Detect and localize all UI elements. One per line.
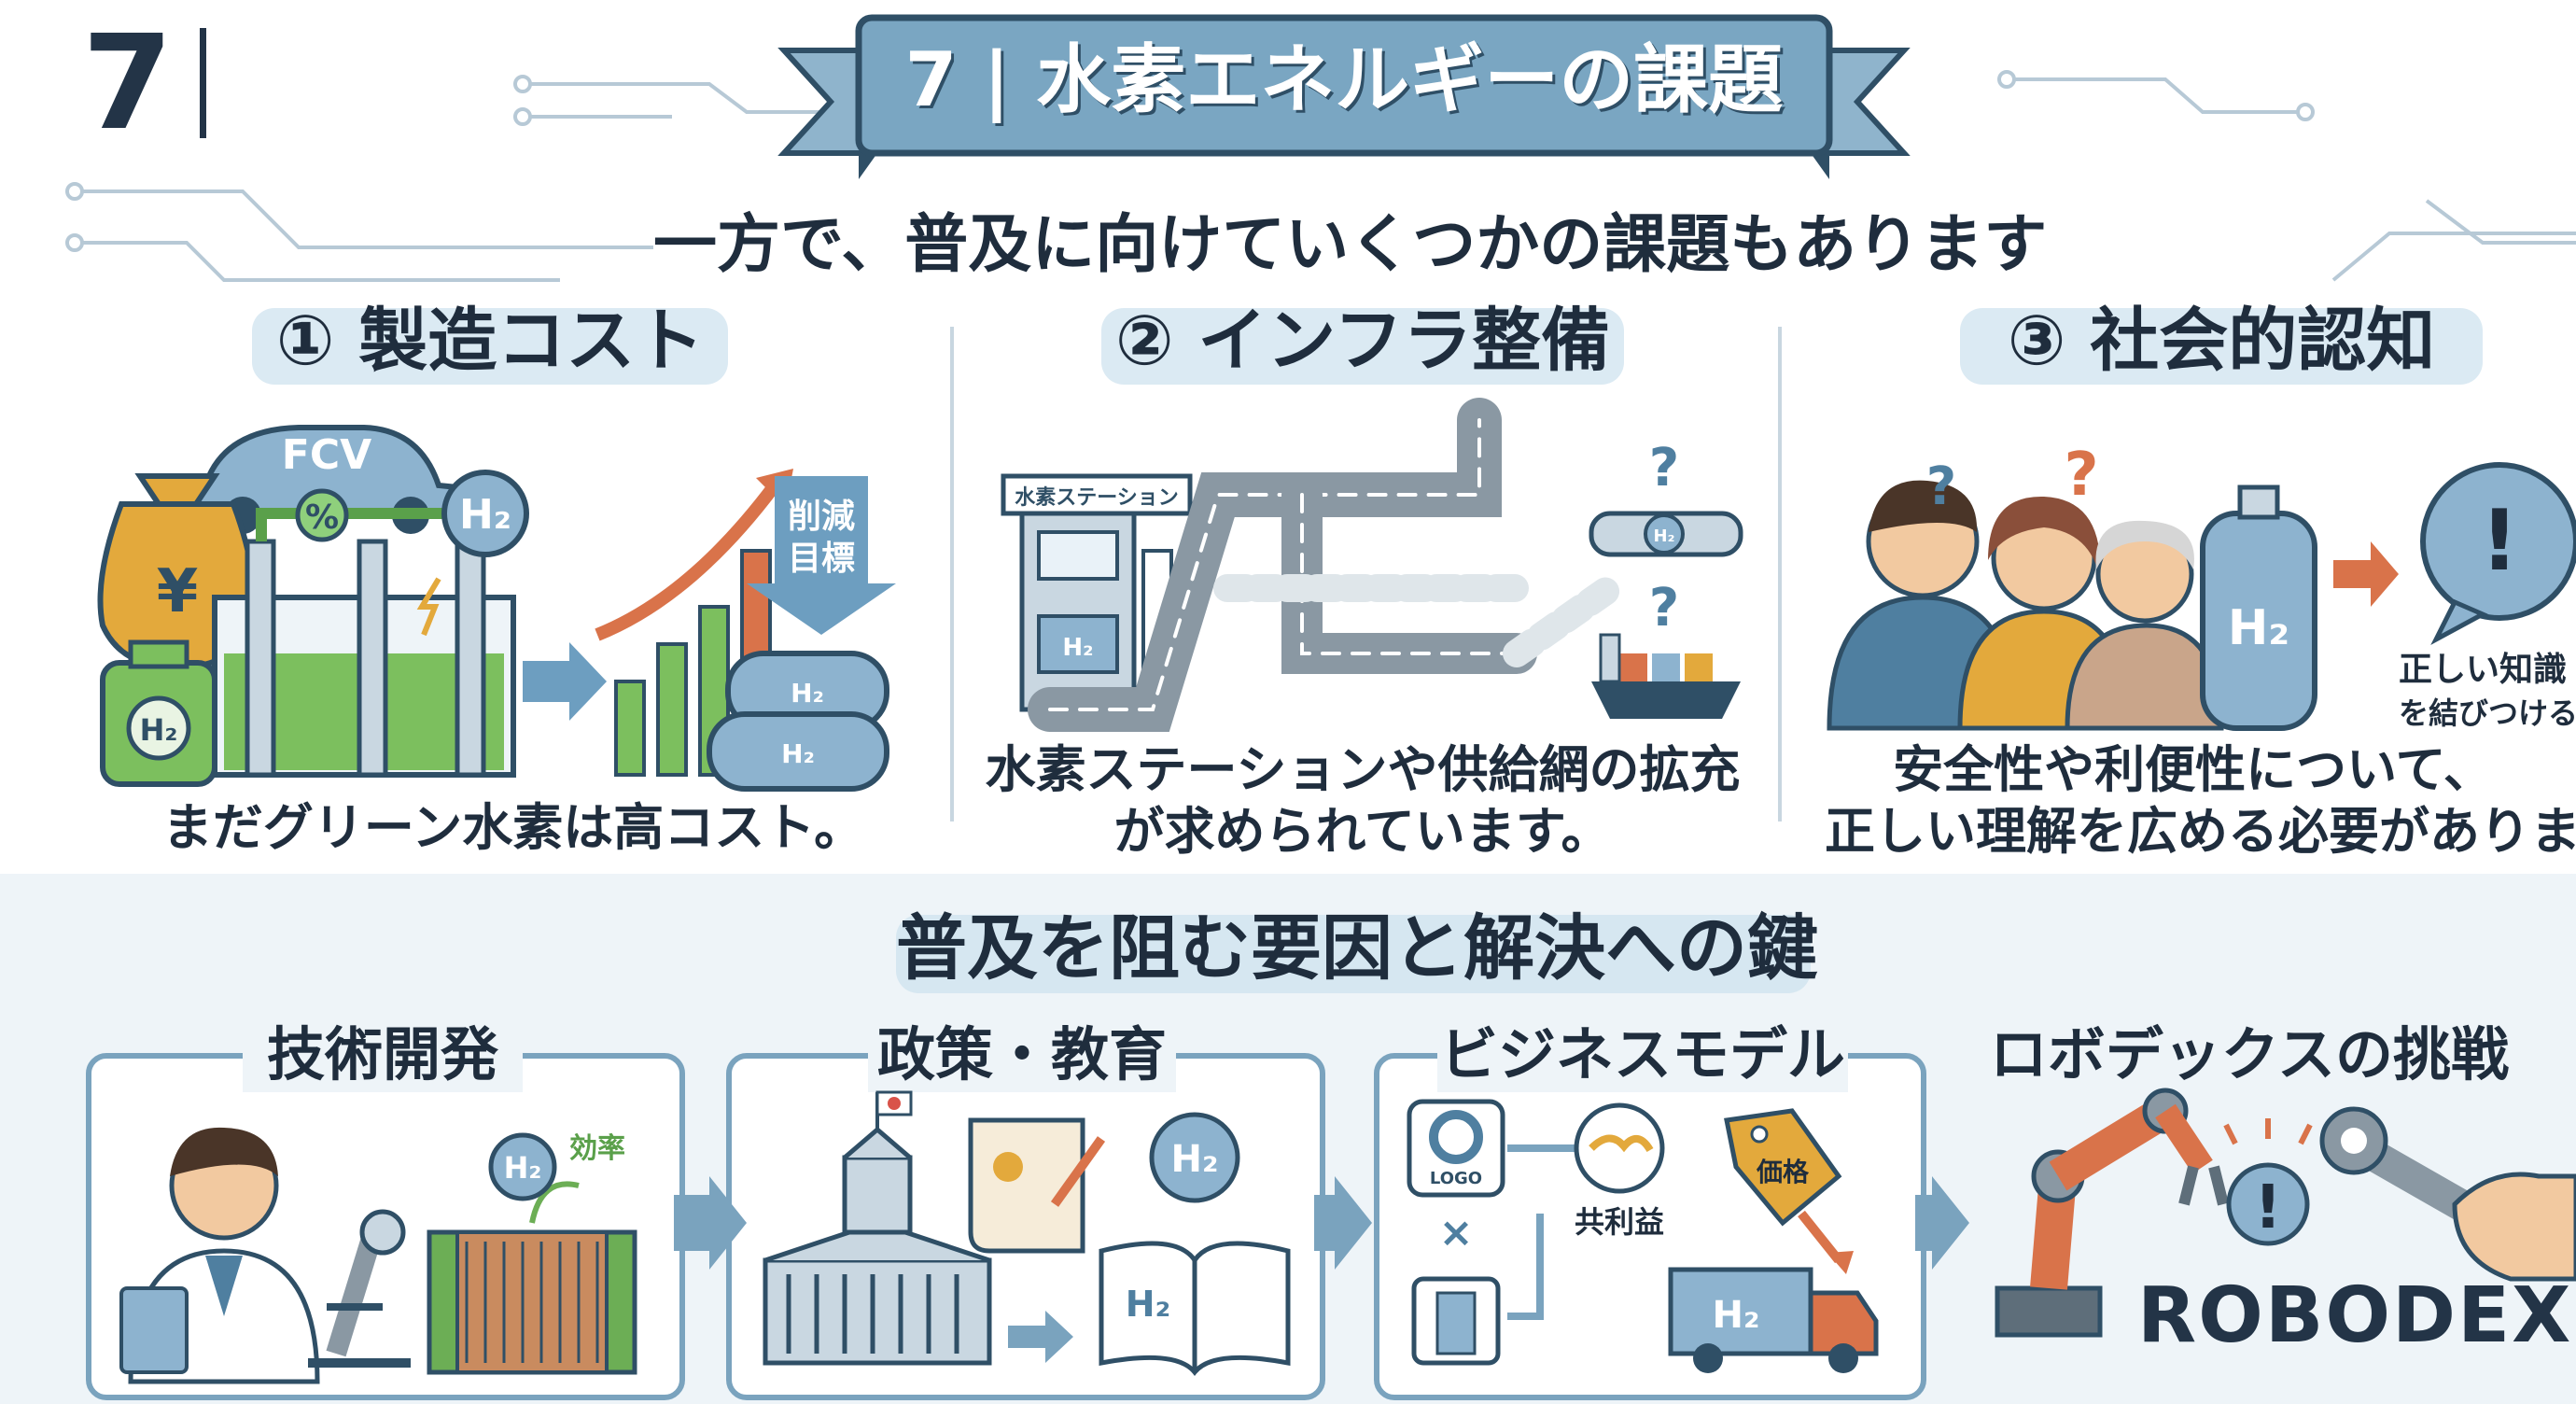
section2-title: 普及を阻む要因と解決への鍵 bbox=[896, 906, 1818, 990]
electrolyzer-icon bbox=[212, 508, 516, 778]
key-heading-policy: 政策・教育 bbox=[868, 1018, 1176, 1092]
svg-text:!: ! bbox=[2480, 492, 2518, 590]
svg-text:価格: 価格 bbox=[1756, 1157, 1810, 1187]
pipeline-icon bbox=[1589, 511, 1743, 557]
svg-text:¥: ¥ bbox=[157, 557, 199, 626]
robodex-illustration: ! bbox=[1995, 1088, 2576, 1338]
svg-text:H₂: H₂ bbox=[459, 491, 511, 539]
svg-text:水素ステーション: 水素ステーション bbox=[1015, 485, 1179, 510]
flow-arrows bbox=[674, 1176, 1969, 1270]
robodex-brand: ROBODEX bbox=[2137, 1271, 2573, 1360]
awareness-note-line1: 正しい知識 bbox=[2399, 651, 2568, 689]
policy-illustration: H₂ H₂ bbox=[763, 1090, 1291, 1376]
column-divider bbox=[950, 327, 954, 821]
subtitle: 一方で、普及に向けていくつかの課題もあります bbox=[653, 204, 2047, 288]
svg-text:×: × bbox=[1439, 1209, 1474, 1257]
svg-text:H₂: H₂ bbox=[1126, 1284, 1170, 1325]
page-number-divider bbox=[200, 28, 206, 138]
svg-text:?: ? bbox=[2064, 441, 2098, 510]
logo-badge-icon bbox=[1407, 1099, 1505, 1198]
exclamation-bubble-icon bbox=[2420, 462, 2576, 645]
svg-text:共利益: 共利益 bbox=[1575, 1204, 1664, 1240]
infra-illustration: 水素ステーション H₂ H₂ ? ? bbox=[1001, 398, 1743, 732]
key-heading-tech: 技術開発 bbox=[243, 1018, 523, 1092]
awareness-caption-line1: 安全性や利便性について、 bbox=[1893, 740, 2494, 799]
awareness-note-line2: を結びつける bbox=[2399, 695, 2576, 731]
document-scroll-icon bbox=[968, 1117, 1106, 1254]
svg-text:H₂: H₂ bbox=[140, 712, 178, 748]
svg-text:LOGO: LOGO bbox=[1430, 1169, 1482, 1188]
svg-text:?: ? bbox=[1649, 578, 1679, 639]
exclamation-icon bbox=[2223, 1118, 2313, 1246]
infra-caption-line1: 水素ステーションや供給網の拡充 bbox=[985, 740, 1741, 799]
scientist-icon bbox=[119, 1127, 320, 1384]
svg-text:H₂: H₂ bbox=[504, 1150, 542, 1186]
svg-text:H₂: H₂ bbox=[1713, 1294, 1760, 1337]
svg-text:?: ? bbox=[1649, 438, 1679, 498]
challenge-heading-infra: ② インフラ整備 bbox=[1114, 301, 1611, 381]
svg-text:H₂: H₂ bbox=[1171, 1138, 1219, 1181]
hydrogen-cylinders-icon bbox=[707, 651, 889, 792]
svg-text:H₂: H₂ bbox=[1062, 634, 1093, 662]
hydrogen-tank-icon bbox=[2200, 484, 2317, 731]
svg-text:?: ? bbox=[1926, 456, 1956, 517]
awareness-caption-line2: 正しい理解を広める必要があります bbox=[1825, 802, 2576, 861]
handshake-icon bbox=[1574, 1102, 1665, 1194]
svg-text:目標: 目標 bbox=[788, 540, 855, 578]
wrench-hand-icon bbox=[2319, 1106, 2576, 1282]
title-ribbon bbox=[777, 14, 1911, 179]
svg-text:削減: 削減 bbox=[788, 498, 855, 536]
delivery-truck-icon bbox=[1668, 1267, 1879, 1373]
svg-text:%: % bbox=[305, 498, 339, 537]
tech-illustration: H₂ 効率 bbox=[119, 1127, 637, 1384]
road-network-icon bbox=[1028, 398, 1624, 732]
key-heading-business: ビジネスモデル bbox=[1437, 1018, 1848, 1092]
column-divider bbox=[1778, 327, 1782, 821]
key-heading-robodex: ロボデックスの挑戦 bbox=[1989, 1020, 2510, 1088]
office-building-icon bbox=[1411, 1276, 1501, 1366]
svg-text:H₂: H₂ bbox=[2228, 600, 2289, 656]
svg-text:!: ! bbox=[2254, 1173, 2281, 1243]
business-illustration: LOGO × 共利益 価格 H₂ bbox=[1407, 1099, 1879, 1373]
robot-arm-icon bbox=[1995, 1088, 2229, 1338]
cost-caption: まだグリーン水素は高コスト。 bbox=[161, 798, 865, 857]
cost-illustration: FCV ¥ % H₂ H₂ bbox=[97, 425, 896, 792]
svg-text:FCV: FCV bbox=[282, 431, 371, 479]
svg-text:H₂: H₂ bbox=[791, 678, 824, 709]
svg-text:H₂: H₂ bbox=[781, 738, 815, 769]
parliament-building-icon bbox=[763, 1090, 992, 1366]
green-tank-icon bbox=[100, 639, 217, 787]
infra-caption-line2: が求められています。 bbox=[1113, 802, 1612, 861]
fuel-cell-stack-icon bbox=[427, 1181, 637, 1375]
cargo-ship-icon bbox=[1591, 633, 1741, 719]
svg-text:効率: 効率 bbox=[569, 1132, 625, 1165]
page-number: 7 bbox=[82, 7, 174, 160]
people-icon bbox=[1827, 480, 2224, 731]
reduction-target-arrow-icon bbox=[747, 476, 896, 635]
challenge-heading-awareness: ③ 社会的認知 bbox=[2007, 301, 2436, 381]
challenge-heading-cost: ① 製造コスト bbox=[275, 301, 705, 381]
banner-title: 7 | 水素エネルギーの課題 bbox=[904, 36, 1784, 123]
microscope-icon bbox=[308, 1209, 411, 1368]
price-tag-icon bbox=[1724, 1108, 1854, 1274]
textbook-icon bbox=[1099, 1241, 1291, 1376]
awareness-illustration: ? ? H₂ ! bbox=[1827, 441, 2576, 731]
svg-text:H₂: H₂ bbox=[1654, 526, 1675, 546]
